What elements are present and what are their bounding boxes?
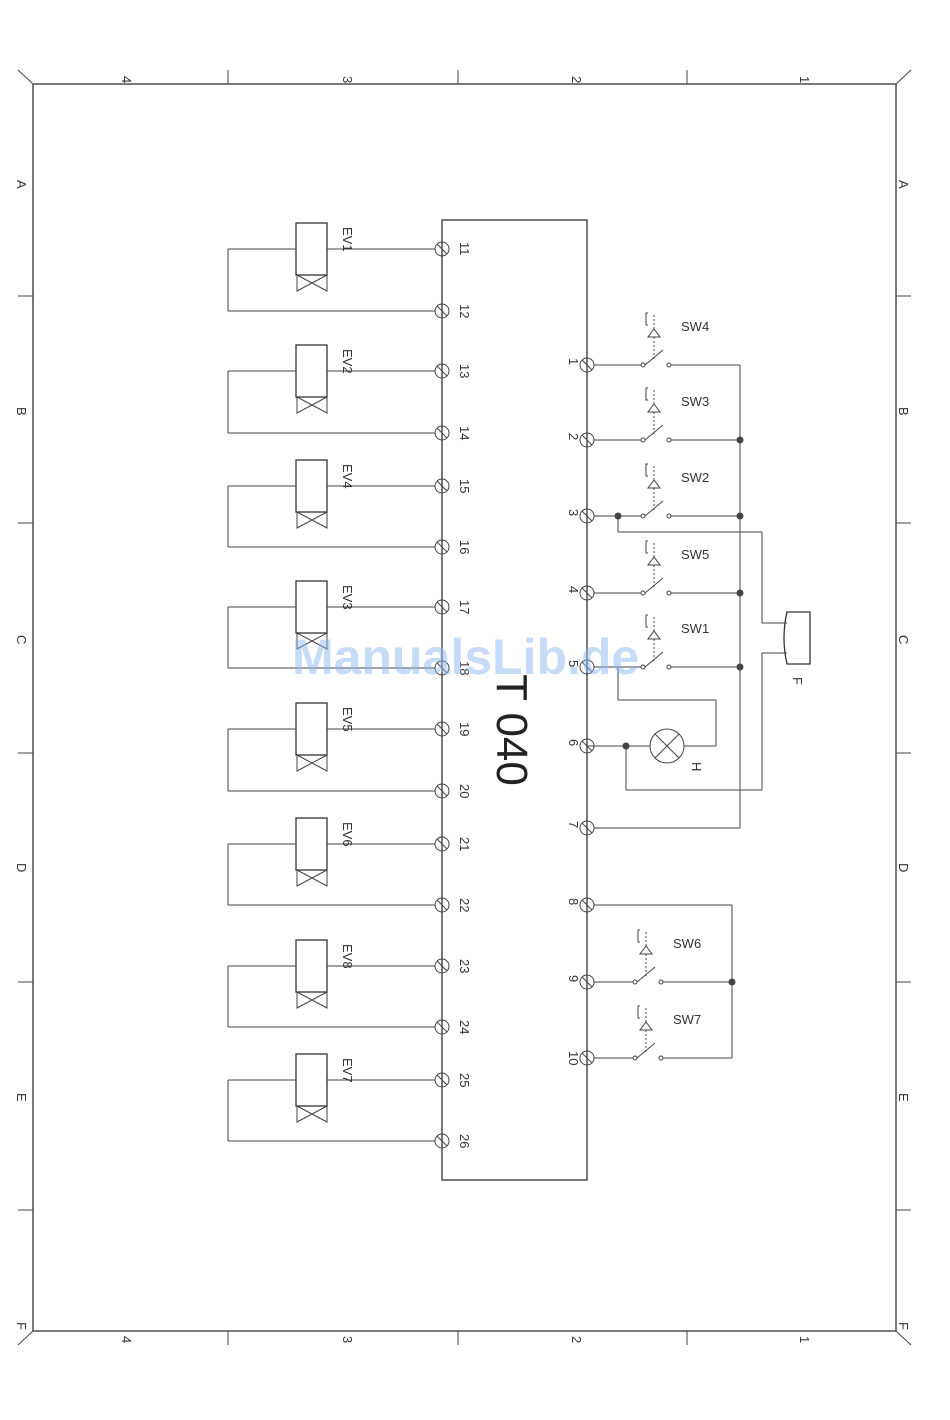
- controller-label: T 040: [487, 674, 536, 786]
- switch-label: SW4: [681, 319, 709, 334]
- switch-SW4: SW4: [594, 313, 709, 367]
- junction-dot: [729, 979, 736, 986]
- column-label-top: 2: [569, 76, 584, 83]
- valve-label: EV5: [340, 707, 355, 732]
- terminal-label-20: 20: [457, 784, 472, 798]
- valve-label: EV8: [340, 944, 355, 969]
- valve-label: EV2: [340, 349, 355, 374]
- terminal-label-13: 13: [457, 364, 472, 378]
- valve-EV4: EV4: [228, 460, 435, 547]
- terminal-label-10: 10: [566, 1051, 581, 1065]
- switch-label: SW6: [673, 936, 701, 951]
- terminal-label-6: 6: [566, 739, 581, 746]
- valve-label: EV4: [340, 464, 355, 489]
- terminal-label-14: 14: [457, 426, 472, 440]
- column-label-top: 1: [797, 76, 812, 83]
- terminal-label-19: 19: [457, 722, 472, 736]
- terminal-label-9: 9: [566, 975, 581, 982]
- valve-EV2: EV2: [228, 345, 435, 433]
- valve-label: EV1: [340, 227, 355, 252]
- switch-SW2: SW2: [594, 464, 709, 518]
- row-label-left: A: [14, 180, 29, 189]
- row-label-right: D: [896, 863, 911, 872]
- terminal-label-4: 4: [566, 586, 581, 593]
- column-label-top: 4: [119, 76, 134, 83]
- row-label-left: E: [14, 1093, 29, 1102]
- row-label-left: D: [14, 863, 29, 872]
- row-label-right: B: [896, 407, 911, 416]
- watermark: ManualsLib.de: [292, 629, 639, 685]
- junction-dot: [737, 437, 744, 444]
- valve-label: EV3: [340, 585, 355, 610]
- junction-dot: [737, 590, 744, 597]
- row-label-left: F: [14, 1322, 29, 1330]
- switch-SW3: SW3: [594, 388, 709, 442]
- terminal-label-12: 12: [457, 304, 472, 318]
- valve-label: EV7: [340, 1058, 355, 1083]
- switch-label: SW3: [681, 394, 709, 409]
- valve-EV1: EV1: [228, 223, 435, 311]
- terminal-label-26: 26: [457, 1134, 472, 1148]
- switch-label: SW7: [673, 1012, 701, 1027]
- switch-label: SW2: [681, 470, 709, 485]
- terminal-label-16: 16: [457, 540, 472, 554]
- terminal-label-7: 7: [566, 821, 581, 828]
- switch-SW5: SW5: [594, 541, 709, 595]
- valve-EV7: EV7: [228, 1054, 435, 1141]
- valve-EV6: EV6: [228, 818, 435, 905]
- column-label-bottom: 4: [119, 1336, 134, 1343]
- terminal-label-8: 8: [566, 898, 581, 905]
- column-label-bottom: 3: [340, 1336, 355, 1343]
- buzzer-f: F: [618, 516, 810, 790]
- switch-SW6: SW6: [594, 930, 701, 984]
- junction-dot: [737, 664, 744, 671]
- junction-dot: [737, 513, 744, 520]
- terminal-label-2: 2: [566, 433, 581, 440]
- row-label-right: E: [896, 1093, 911, 1102]
- row-label-left: B: [14, 407, 29, 416]
- column-label-bottom: 2: [569, 1336, 584, 1343]
- buzzer-label: F: [790, 677, 805, 685]
- terminal-label-22: 22: [457, 898, 472, 912]
- terminal-label-3: 3: [566, 509, 581, 516]
- row-label-right: A: [896, 180, 911, 189]
- terminal-label-24: 24: [457, 1020, 472, 1034]
- column-label-bottom: 1: [797, 1336, 812, 1343]
- lamp-label: H: [689, 762, 704, 771]
- valve-EV5: EV5: [228, 703, 435, 791]
- terminal-label-1: 1: [566, 358, 581, 365]
- column-label-top: 3: [340, 76, 355, 83]
- row-label-right: F: [896, 1322, 911, 1330]
- row-label-right: C: [896, 635, 911, 644]
- row-label-left: C: [14, 635, 29, 644]
- terminal-label-25: 25: [457, 1073, 472, 1087]
- terminal-label-15: 15: [457, 479, 472, 493]
- terminal-label-21: 21: [457, 837, 472, 851]
- terminal-label-23: 23: [457, 959, 472, 973]
- switch-SW7: SW7: [594, 1006, 701, 1060]
- valve-EV8: EV8: [228, 940, 435, 1027]
- terminal-label-17: 17: [457, 600, 472, 614]
- switch-label: SW5: [681, 547, 709, 562]
- frame-ticks: [18, 70, 911, 1345]
- valve-label: EV6: [340, 822, 355, 847]
- switch-label: SW1: [681, 621, 709, 636]
- terminal-label-11: 11: [457, 242, 472, 256]
